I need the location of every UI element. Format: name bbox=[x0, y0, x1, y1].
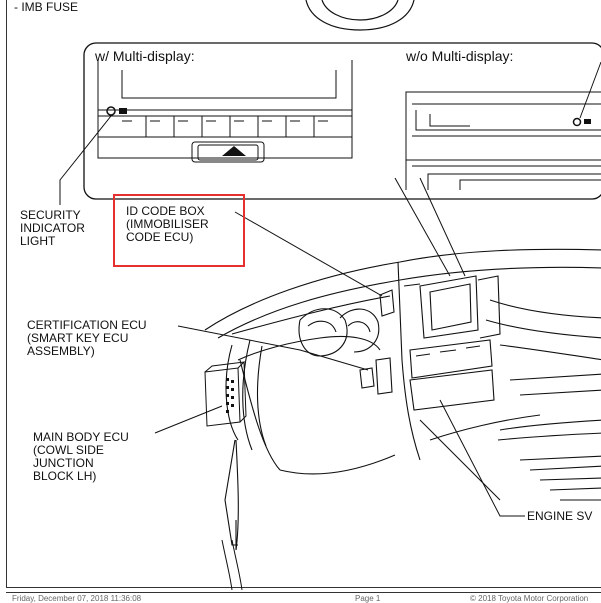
inset-box bbox=[83, 42, 601, 200]
footer-center: Page 1 bbox=[355, 594, 381, 603]
footer-left: Friday, December 07, 2018 11:36:08 bbox=[12, 594, 142, 603]
imb-fuse-label: - IMB FUSE bbox=[14, 0, 79, 14]
page-frame bbox=[6, 0, 601, 588]
id-code-box-highlight bbox=[113, 194, 245, 267]
engine-switch-label: ENGINE SV bbox=[527, 509, 593, 523]
id-code-box-label: ID CODE BOX (IMMOBILISER CODE ECU) bbox=[126, 204, 209, 244]
footer-divider bbox=[6, 592, 601, 593]
security-indicator-light-label: SECURITY INDICATOR LIGHT bbox=[20, 208, 85, 248]
footer-right: © 2018 Toyota Motor Corporation bbox=[470, 594, 589, 603]
certification-ecu-label: CERTIFICATION ECU (SMART KEY ECU ASSEMBL… bbox=[27, 318, 147, 358]
with-multi-display-title: w/ Multi-display: bbox=[95, 48, 195, 64]
without-multi-display-title: w/o Multi-display: bbox=[406, 48, 514, 64]
main-body-ecu-label: MAIN BODY ECU (COWL SIDE JUNCTION BLOCK … bbox=[33, 430, 129, 483]
